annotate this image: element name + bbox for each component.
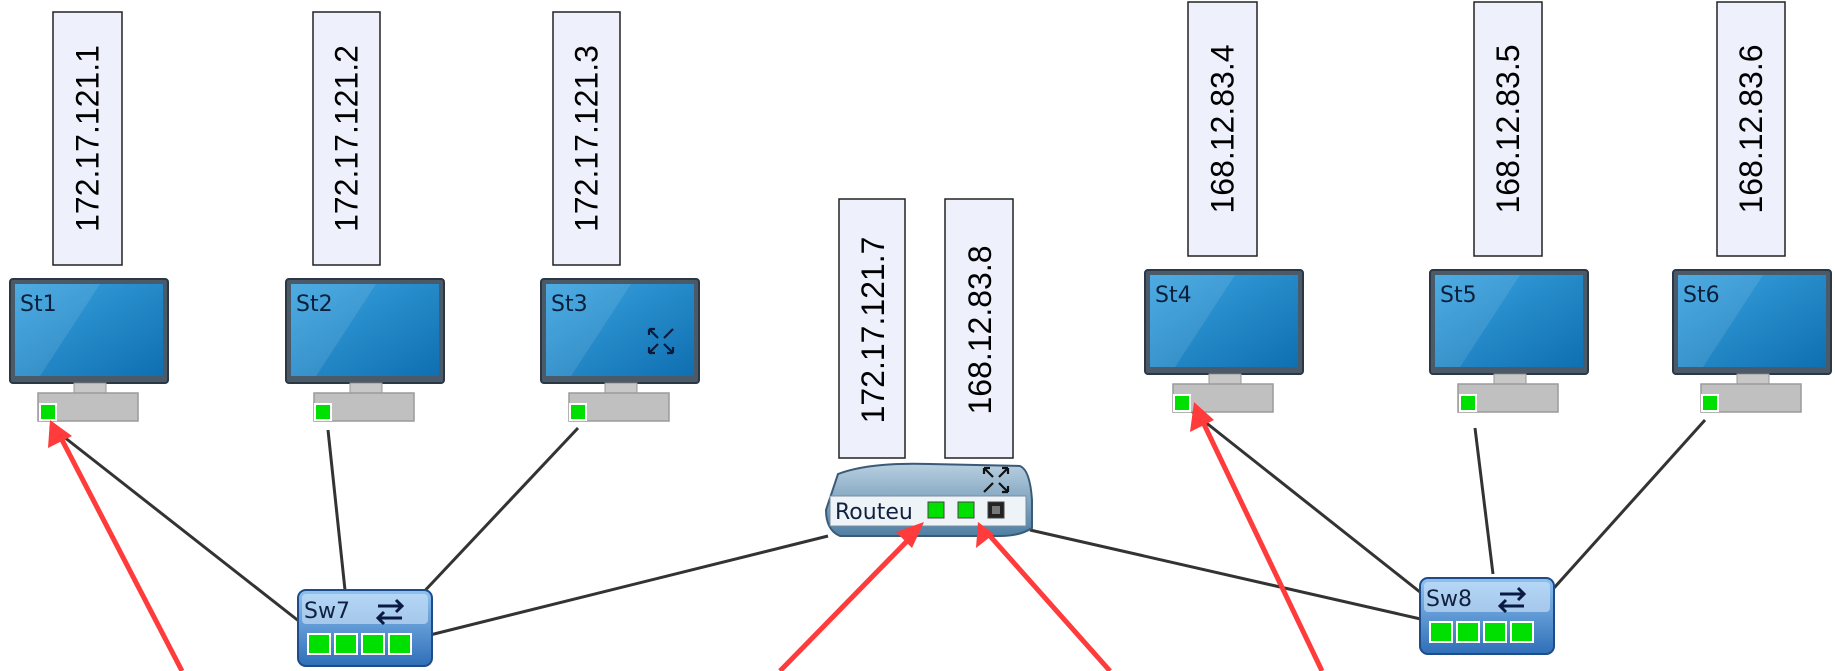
desktop-computer-icon: St2 bbox=[285, 278, 445, 422]
link-st2-sw7 bbox=[326, 429, 347, 591]
ip-label: 172.17.121.3 bbox=[552, 11, 621, 266]
ip-label: 172.17.121.1 bbox=[52, 11, 123, 266]
station-port[interactable] bbox=[1173, 394, 1191, 412]
switch-label: Sw7 bbox=[304, 599, 350, 624]
stations: 172.17.121.1St1172.17.121.2St2172.17.121… bbox=[9, 1, 1832, 422]
ip-label-text: 172.17.121.2 bbox=[329, 45, 365, 232]
switch-ports bbox=[1429, 621, 1534, 643]
station-port[interactable] bbox=[39, 403, 57, 421]
link-sw7-router bbox=[429, 534, 829, 637]
arrow-st1-port bbox=[48, 420, 185, 671]
ip-label: 168.12.83.6 bbox=[1716, 1, 1786, 257]
link-st5-sw8 bbox=[1473, 427, 1495, 575]
network-switch-icon bbox=[375, 598, 405, 626]
expand-arrows-icon[interactable] bbox=[647, 327, 675, 355]
station-label: St1 bbox=[20, 292, 57, 317]
router-ip-label-2: 168.12.83.8 bbox=[944, 198, 1014, 459]
desktop-computer-icon: St6 bbox=[1672, 269, 1832, 413]
station-label: St3 bbox=[551, 292, 588, 317]
ip-label-text: 172.17.121.1 bbox=[70, 45, 106, 232]
router-ip-text-1: 172.17.121.7 bbox=[855, 237, 891, 424]
expand-arrows-icon[interactable] bbox=[982, 466, 1010, 494]
station-port[interactable] bbox=[569, 403, 587, 421]
desktop-computer-icon: St4 bbox=[1144, 269, 1304, 413]
station-label: St2 bbox=[296, 292, 333, 317]
link-st1-sw7 bbox=[49, 424, 301, 624]
ip-label: 172.17.121.2 bbox=[312, 11, 381, 266]
links bbox=[49, 408, 1707, 637]
switch-label: Sw8 bbox=[1426, 587, 1472, 612]
station-label: St6 bbox=[1683, 283, 1720, 308]
router-port-2[interactable] bbox=[957, 501, 975, 519]
desktop-computer-icon: St1 bbox=[9, 278, 169, 422]
desktop-computer-icon: St3 bbox=[540, 278, 700, 422]
link-st3-sw7 bbox=[416, 426, 580, 600]
ip-label-text: 168.12.83.5 bbox=[1490, 44, 1526, 213]
router-device[interactable]: Routeu bbox=[824, 462, 1033, 537]
station-port[interactable] bbox=[314, 403, 332, 421]
router-label: Routeu bbox=[835, 500, 913, 525]
ip-label: 168.12.83.4 bbox=[1187, 1, 1258, 257]
station-label: St5 bbox=[1440, 283, 1477, 308]
router-ip-text-2: 168.12.83.8 bbox=[962, 245, 998, 414]
router-port-1[interactable] bbox=[927, 501, 945, 519]
arrow-st4-port bbox=[1190, 402, 1325, 671]
station-port[interactable] bbox=[1459, 394, 1477, 412]
station-port[interactable] bbox=[1701, 394, 1719, 412]
router-ip-label-1: 172.17.121.7 bbox=[838, 198, 906, 459]
link-st4-sw8 bbox=[1189, 408, 1426, 598]
switch-sw8[interactable]: Sw8 bbox=[1419, 577, 1555, 655]
switch-sw7[interactable]: Sw7 bbox=[297, 589, 433, 667]
link-router-sw8 bbox=[1029, 528, 1426, 622]
desktop-computer-icon: St5 bbox=[1429, 269, 1589, 413]
switch-ports bbox=[307, 633, 412, 655]
ip-label-text: 168.12.83.4 bbox=[1205, 44, 1241, 213]
ip-label-text: 172.17.121.3 bbox=[569, 45, 605, 232]
network-switch-icon bbox=[1497, 586, 1527, 614]
arrow-router-port-2 bbox=[976, 522, 1112, 671]
arrow-router-port-1 bbox=[778, 522, 924, 671]
annotation-arrows bbox=[48, 402, 1325, 671]
link-st6-sw8 bbox=[1543, 418, 1707, 600]
ip-label: 168.12.83.5 bbox=[1473, 1, 1543, 257]
ip-label-text: 168.12.83.6 bbox=[1733, 44, 1769, 213]
station-label: St4 bbox=[1155, 283, 1192, 308]
